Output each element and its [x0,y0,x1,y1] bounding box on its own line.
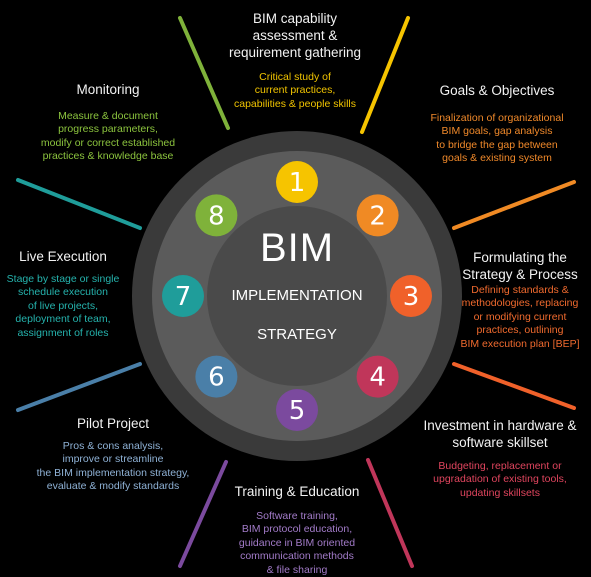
phase-pilot-desc-2: improve or streamline [62,453,164,466]
step-number-4: 4 [369,363,386,393]
step-circle-6 [195,355,238,398]
phase-monitoring-desc-1: Measure & document [58,109,158,122]
phase-live-desc-4: deployment of team, [15,313,111,326]
step-circles: 1 2 3 4 5 6 7 8 [162,161,432,431]
phase-investment-desc-2: upgradation of existing tools, [433,473,567,486]
phase-capability-title-1: BIM capability [252,11,338,26]
phase-goals-desc-1: Finalization of organizational [430,111,564,124]
phase-strategy-desc-1: Defining standards & [471,283,569,296]
phase-training-desc-1: Software training, [256,509,338,522]
phase-goals-title-1: Goals & Objectives [439,83,555,98]
phase-goals-desc-4: goals & existing system [442,152,552,165]
phase-monitoring-title-1: Monitoring [76,82,140,97]
spoke-training [366,458,414,568]
step-number-8: 8 [208,201,225,231]
center-hub [207,206,387,386]
step-circle-1 [276,161,318,203]
phase-monitoring-desc-4: practices & knowledge base [42,150,174,163]
step-circle-4 [356,355,399,398]
spoke-live [16,362,142,412]
center-title-strategy: STRATEGY [257,326,337,343]
phase-capability-desc-3: capabilities & people skills [234,97,356,110]
phase-investment: Investment in hardware & software skills… [412,418,588,500]
phase-investment-desc-1: Budgeting, replacement or [438,459,562,472]
phase-capability-title-2: assessment & [252,27,338,43]
step-circle-5 [276,389,318,431]
spoke-capability [178,16,230,130]
phase-investment-title-1: Investment in hardware & [423,418,577,433]
phase-training-desc-5: & file sharing [266,563,328,576]
phase-strategy-title-1: Formulating the [473,250,567,265]
phase-goals-desc-2: BIM goals, gap analysis [441,125,553,138]
step-number-1: 1 [289,168,306,198]
spoke-monitoring [16,178,142,230]
step-circle-8 [195,194,238,237]
phase-live-desc-2: schedule execution [18,286,108,299]
phase-strategy-desc-5: BIM execution plan [BEP] [460,337,580,350]
center-title-bim: BIM [259,226,335,270]
step-number-6: 6 [208,363,225,393]
phase-monitoring-desc-3: modify or correct established [40,136,176,149]
phase-live-desc-1: Stage by stage or single [6,272,120,285]
phase-pilot-desc-1: Pros & cons analysis, [62,439,164,452]
phase-live-desc-3: of live projects, [27,299,99,312]
spokes [16,16,576,568]
step-circle-7 [162,275,204,317]
phase-investment-title-2: software skillset [452,434,548,450]
step-number-7: 7 [175,282,192,312]
phase-pilot-title-1: Pilot Project [76,416,150,431]
phase-monitoring: Monitoring Measure & document progress p… [22,82,194,164]
phase-monitoring-desc-2: progress parameters, [58,123,158,136]
phase-live: Live Execution Stage by stage or single … [0,249,126,340]
phase-strategy-desc-4: practices, outlining [476,324,564,337]
phase-pilot-desc-4: evaluate & modify standards [46,480,180,493]
phase-pilot-desc-3: the BIM implementation strategy, [36,466,190,479]
step-circle-3 [390,275,432,317]
phase-goals-desc-3: to bridge the gap between [436,138,558,151]
center-title-implementation: IMPLEMENTATION [231,287,363,304]
phase-training-desc-3: guidance in BIM oriented [238,536,356,549]
phase-capability-title-3: requirement gathering [228,44,362,60]
phase-strategy-title-2: Strategy & Process [462,266,578,282]
phase-strategy-desc-3: or modifying current [473,310,567,323]
phase-training-title-1: Training & Education [234,484,360,499]
phase-capability-desc-2: current practices, [254,84,336,97]
phase-capability-desc-1: Critical study of [259,70,331,83]
spoke-goals [360,16,410,134]
step-circle-2 [356,194,399,237]
phase-training-desc-4: communication methods [240,550,354,563]
phase-goals: Goals & Objectives Finalization of organ… [404,83,590,166]
spoke-pilot [178,460,228,568]
phase-live-desc-5: assignment of roles [17,326,109,339]
phase-live-title-1: Live Execution [19,249,107,264]
step-number-5: 5 [289,396,306,426]
step-number-3: 3 [403,282,420,312]
spoke-investment [452,362,576,410]
phase-strategy-desc-2: methodologies, replacing [461,297,579,310]
phase-capability: BIM capability assessment & requirement … [200,11,390,111]
spoke-strategy [452,180,576,230]
step-number-2: 2 [369,201,386,231]
phase-training: Training & Education Software training, … [212,484,382,577]
phase-strategy: Formulating the Strategy & Process Defin… [452,250,588,351]
phase-pilot: Pilot Project Pros & cons analysis, impr… [18,416,208,494]
phase-investment-desc-3: updating skillsets [460,486,540,499]
phase-training-desc-2: BIM protocol education, [241,523,353,536]
